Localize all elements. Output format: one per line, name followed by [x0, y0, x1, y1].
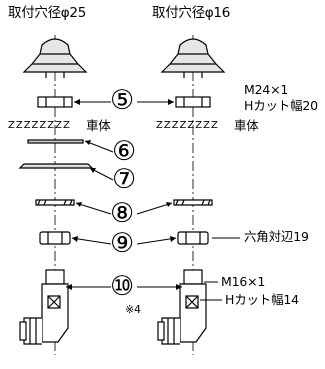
label-hex19: 六角対辺19	[244, 229, 309, 244]
callout-10: ⑩	[110, 271, 135, 302]
body-hatch-right: ZZZZZZZZ	[156, 120, 219, 131]
cap-right	[160, 38, 226, 78]
hex-nut-right	[177, 231, 209, 245]
label-h14: Hカット幅14	[225, 292, 299, 307]
title-left: 取付穴径φ25	[8, 5, 86, 21]
callout-7: ⑦	[112, 164, 137, 195]
label-m24: M24×1	[244, 82, 289, 97]
hex-nut-left	[39, 231, 71, 245]
callout-8: ⑧	[110, 198, 135, 229]
title-right: 取付穴径φ16	[152, 5, 230, 21]
body-label-left: 車体	[86, 118, 111, 133]
label-m16: M16×1	[221, 274, 266, 289]
leader-lines	[66, 101, 240, 301]
callout-9: ⑨	[110, 228, 135, 259]
washer-6	[27, 139, 84, 144]
callout-5: ⑤	[110, 85, 135, 116]
note-4: ※4	[125, 303, 141, 316]
elbow-left	[19, 269, 69, 345]
body-hatch-left: ZZZZZZZZ	[8, 120, 71, 131]
nut-left	[37, 96, 73, 108]
washer-7	[18, 163, 94, 169]
body-label-right: 車体	[234, 118, 259, 133]
lock-washer-right	[173, 199, 213, 206]
lock-washer-left	[35, 199, 75, 206]
cap-left	[22, 38, 88, 78]
callout-6: ⑥	[112, 136, 137, 167]
elbow-right	[157, 269, 207, 345]
label-h20: Hカット幅20	[244, 98, 318, 113]
nut-right	[175, 96, 211, 108]
